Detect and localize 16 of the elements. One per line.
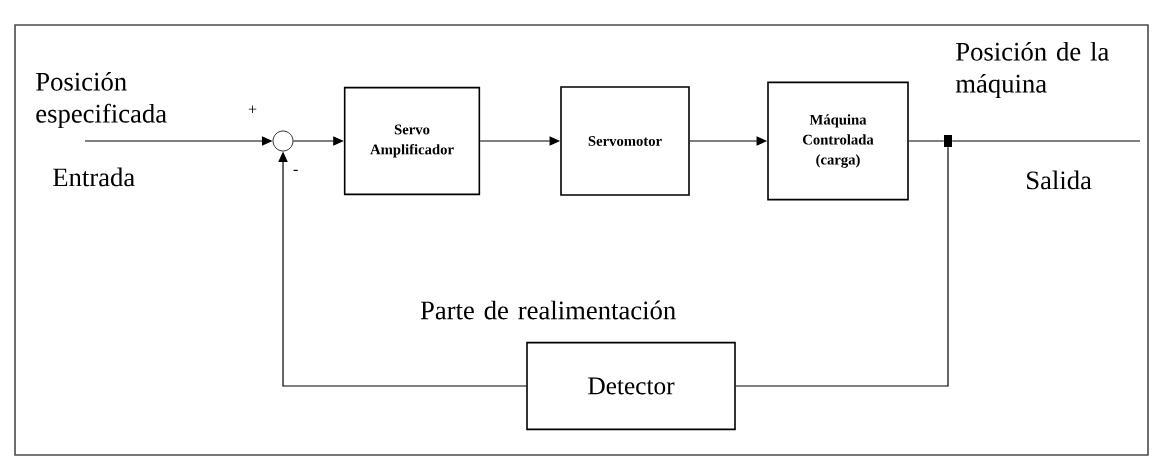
text-label: Posición de la máquina (955, 41, 1109, 99)
block-box: Detector (526, 341, 736, 431)
sign-label: + (248, 105, 257, 113)
text-label: Salida (1027, 170, 1092, 190)
connector (735, 146, 949, 387)
connector (951, 140, 1141, 142)
block-box: Servo Amplificador (343, 86, 481, 196)
text-label: Posición especificada (36, 71, 167, 129)
block-box: Máquina Controlada (carga) (767, 81, 909, 201)
summing-junction (272, 130, 294, 152)
block-box: Servomotor (560, 86, 690, 196)
sign-label: - (293, 169, 298, 171)
branch-point (944, 135, 952, 147)
text-label: Entrada (53, 167, 135, 187)
text-label: Parte de realimentación (420, 300, 676, 320)
connector (908, 140, 945, 142)
